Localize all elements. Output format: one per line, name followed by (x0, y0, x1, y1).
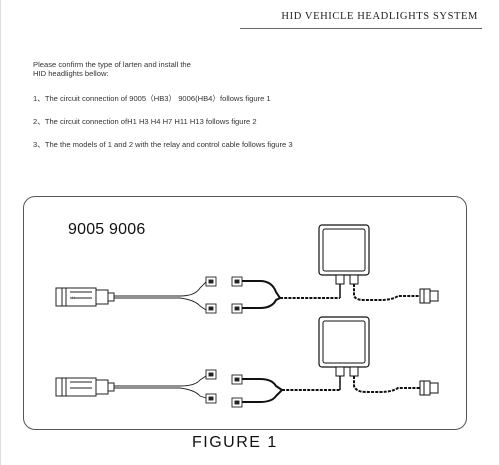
instruction-item-3: 3、The the models of 1 and 2 with the rel… (33, 140, 293, 149)
svg-text:H: H (72, 295, 75, 300)
model-label: 9005 9006 (68, 221, 146, 238)
bulb-bottom (55, 377, 115, 397)
figure-panel (23, 196, 467, 430)
instruction-item-2: 2、The circuit connection ofH1 H3 H4 H7 H… (33, 117, 257, 126)
power-plug-bottom (419, 380, 439, 396)
intro-line-1: Please confirm the type of larten and in… (33, 60, 191, 69)
figure-caption: FIGURE 1 (192, 434, 278, 451)
ballast-top (318, 224, 370, 298)
header-rule (240, 28, 482, 29)
bulb-wires-bottom (114, 375, 207, 399)
connectors-mid-bottom (205, 369, 243, 408)
page-border-left (0, 0, 1, 465)
power-plug-top (419, 288, 439, 304)
cable-bottom (242, 376, 420, 403)
ballast-bottom (318, 316, 370, 390)
cable-top (242, 280, 420, 309)
intro-line-2: HID headlights bellow: (33, 69, 109, 79)
bulb-wires-top (114, 281, 207, 311)
bulb-top: H (55, 287, 115, 307)
header-title: HID VEHICLE HEADLIGHTS SYSTEM (281, 11, 478, 22)
instruction-item-1: 1、The circuit connection of 9005（HB3） 90… (33, 94, 271, 103)
connectors-mid-top (205, 276, 243, 314)
intro-text: Please confirm the type of larten and in… (33, 60, 253, 78)
